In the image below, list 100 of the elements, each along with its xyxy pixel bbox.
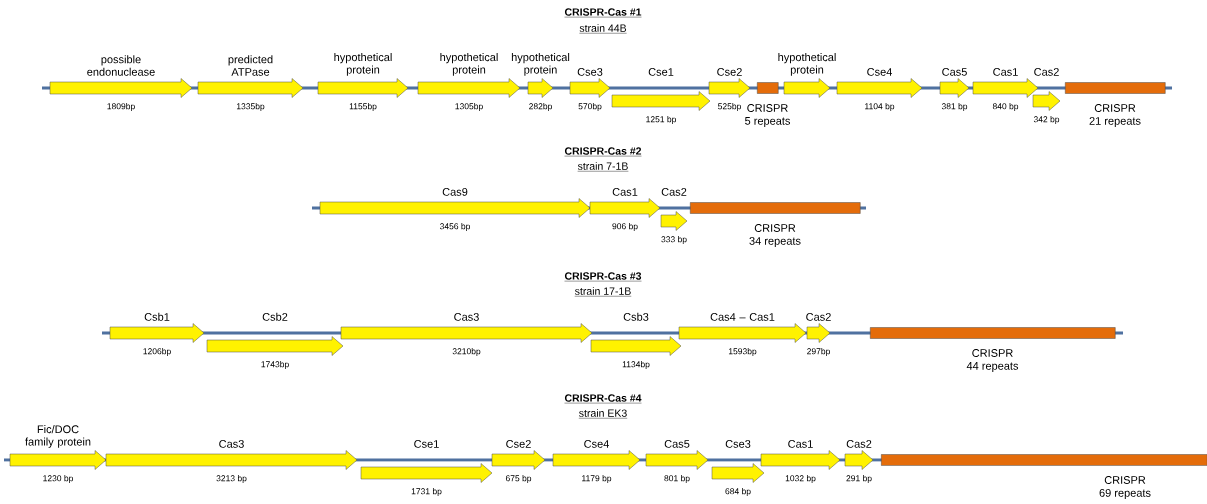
node-label: 3210bp [452,348,481,356]
node-label: Csb1 [144,312,170,321]
node-label: Cse3 [577,68,603,76]
node-label: Cas5 [942,68,967,76]
gene-drawing: Cas2 291 bp [844,440,874,483]
node-label: hypothetical protein [334,53,392,76]
gene-drawing: Cas2 333 bp [660,188,688,244]
crispr-label: 69 repeats [1099,489,1151,499]
node-label: 801 bp [664,475,690,483]
gene-drawing: predicted ATPase 1335bp [197,55,304,111]
node-label: 525bp [718,103,741,111]
gene-drawing: Cas2 297bp [806,313,831,356]
node-label: 1335bp [236,103,265,111]
node-label: hypothetical protein [511,53,570,76]
node-label: 3456 bp [439,223,470,231]
crispr-label: CRISPR [747,104,788,112]
node-label: 1593bp [728,348,757,356]
node-label: hypothetical protein [778,53,836,76]
node-label: Cas1 [788,440,813,448]
node-label: 1155bp [349,103,377,111]
locus-title: CRISPR-Cas #4 [564,394,642,404]
crispr-label: CRISPR [1094,104,1136,112]
strain-name: strain 17-1B [574,287,632,297]
node-label: Cas2 [661,188,687,196]
crispr-label: 44 repeats [966,362,1019,372]
node-label: 1809bp [107,103,135,111]
gene-drawing: Cas5 381 bp [939,68,970,111]
node-label: 1731 bp [411,488,442,496]
node-label: Cas5 [664,440,690,448]
locus-title: CRISPR-Cas #1 [564,8,642,18]
node-label: 3213 bp [216,475,247,483]
node-label: 1230 bp [43,475,73,483]
locus-title: CRISPR-Cas #2 [564,147,642,157]
node-label: 1032 bp [785,475,816,483]
gene-drawing: hypothetical protein 1155bp [317,53,409,111]
gene-drawing: Cse1 1251 bp [611,68,711,124]
strain-name: strain 7-1B [577,162,629,172]
node-label: Fic/DOC family protein [25,425,91,448]
node-label: 570bp [578,103,602,111]
node-label: Cas3 [219,440,244,448]
node-label: 333 bp [661,236,687,244]
gene-drawing: Cas9 3456 bp [319,188,591,231]
node-label: Cas3 [454,313,479,321]
node-label: 906 bp [612,223,638,231]
node-label: Cse4 [867,68,893,76]
crispr-label: CRISPR [754,224,796,232]
node-label: hypothetical protein [440,53,498,76]
node-label: Cas2 [806,313,831,321]
gene-drawing: Cas3 3213 bp [105,440,358,483]
gene-drawing: Cse2 675 bp [491,440,546,483]
gene-drawing: Cas5 801 bp [645,440,709,483]
node-label: 1104 bp [865,103,895,111]
node-label: Cse2 [717,68,742,76]
locus-title: CRISPR-Cas #3 [564,272,642,282]
gene-drawing: Cse3 570bp [569,68,611,111]
node-label: Cse3 [725,440,751,448]
node-label: 675 bp [505,475,532,483]
gene-drawing: Cse1 1731 bp [360,440,493,496]
gene-drawing: Cse4 1104 bp [836,68,923,111]
gene-drawing: hypothetical protein 282bp [511,53,570,111]
node-label: 1305bp [455,103,483,111]
gene-drawing: Cse4 1179 bp [552,440,641,483]
node-label: 1251 bp [646,116,677,124]
gene-drawing: Cas1 906 bp [589,188,661,231]
node-label: Csb2 [262,312,288,321]
node-label: 1134bp [622,361,650,369]
node-label: Cse4 [584,440,610,448]
node-label: possible endonuclease [87,55,155,76]
strain-name: strain 44B [579,24,627,34]
node-label: Cas2 [846,440,872,448]
node-label: Cse2 [506,440,531,448]
gene-drawing: Cas2 342 bp [1032,68,1061,124]
gene-drawing: possible endonuclease 1809bp [49,55,193,111]
node-label: Cas1 [993,68,1018,76]
crispr-label: 34 repeats [749,237,801,247]
crispr-label: 5 repeats [745,117,790,127]
node-label: Cse1 [414,440,439,448]
node-label: 1179 bp [582,475,612,483]
gene-drawing: Fic/DOC family protein 1230 bp [9,425,107,483]
node-label: 282bp [529,103,552,111]
node-label: 297bp [807,348,830,356]
node-label: Csb3 [623,312,649,321]
node-label: Cas9 [442,188,468,196]
strain-name: strain EK3 [578,409,628,419]
node-label: Cas4 – Cas1 [710,313,775,321]
crispr-label: 21 repeats [1089,117,1141,127]
node-label: predicted ATPase [228,55,273,76]
node-label: 1206bp [143,348,171,356]
node-label: 1743bp [261,361,289,369]
crispr-label: CRISPR [972,349,1013,357]
node-label: 381 bp [941,103,968,111]
node-label: Cas2 [1034,68,1059,76]
node-label: Cas1 [612,188,638,196]
node-label: 840 bp [992,103,1019,111]
gene-drawing: hypothetical protein [778,53,836,98]
node-label: 684 bp [725,488,751,496]
node-label: Cse1 [648,68,674,76]
node-label: 342 bp [1033,116,1060,124]
gene-drawing: Csb1 1206bp [109,312,205,356]
crispr-label: CRISPR [1104,476,1146,484]
